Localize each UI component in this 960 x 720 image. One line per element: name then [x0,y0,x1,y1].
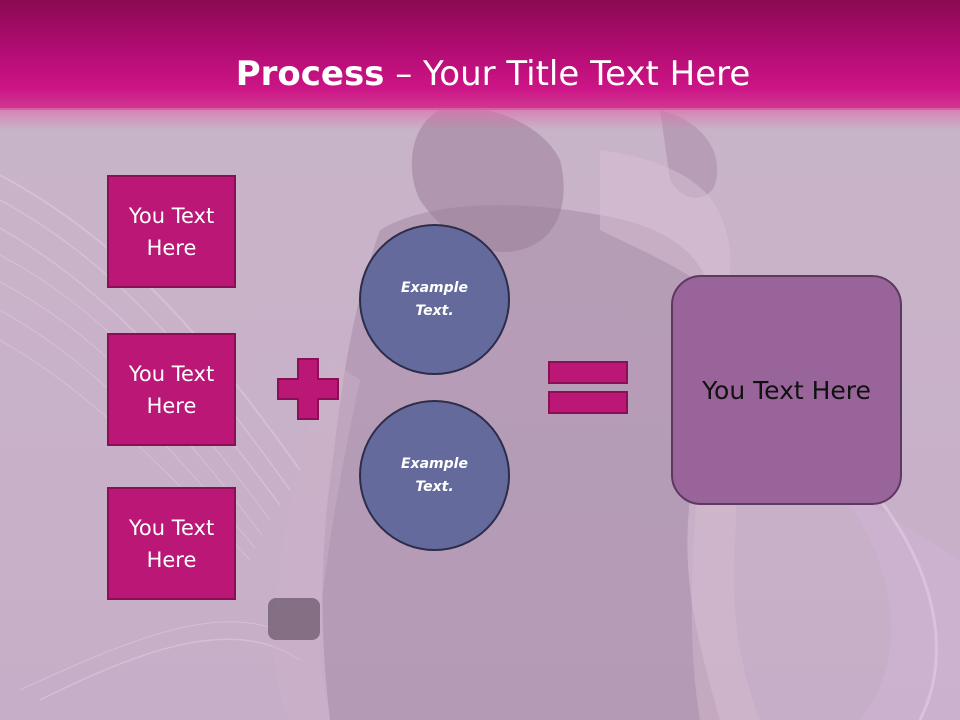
title-bar [0,0,960,110]
text-box-3[interactable]: You Text Here [107,487,236,600]
plus-icon[interactable] [276,357,340,421]
result-label: You Text Here [702,375,871,405]
text-box-2[interactable]: You Text Here [107,333,236,446]
example-circle-1[interactable]: Example Text. [359,224,510,375]
text-box-label: You Text Here [128,515,215,572]
text-box-label: You Text Here [128,361,215,418]
circle-label: Example Text. [401,279,468,319]
circle-label: Example Text. [401,455,468,495]
result-box[interactable]: You Text Here [671,275,902,505]
title-rest: – Your Title Text Here [384,54,751,94]
slide-title[interactable]: Process – Your Title Text Here [0,52,960,96]
equals-icon[interactable] [548,361,628,415]
example-circle-2[interactable]: Example Text. [359,400,510,551]
title-bar-fade [0,108,960,130]
title-bold: Process [235,54,385,94]
text-box-label: You Text Here [128,203,215,260]
text-box-1[interactable]: You Text Here [107,175,236,288]
